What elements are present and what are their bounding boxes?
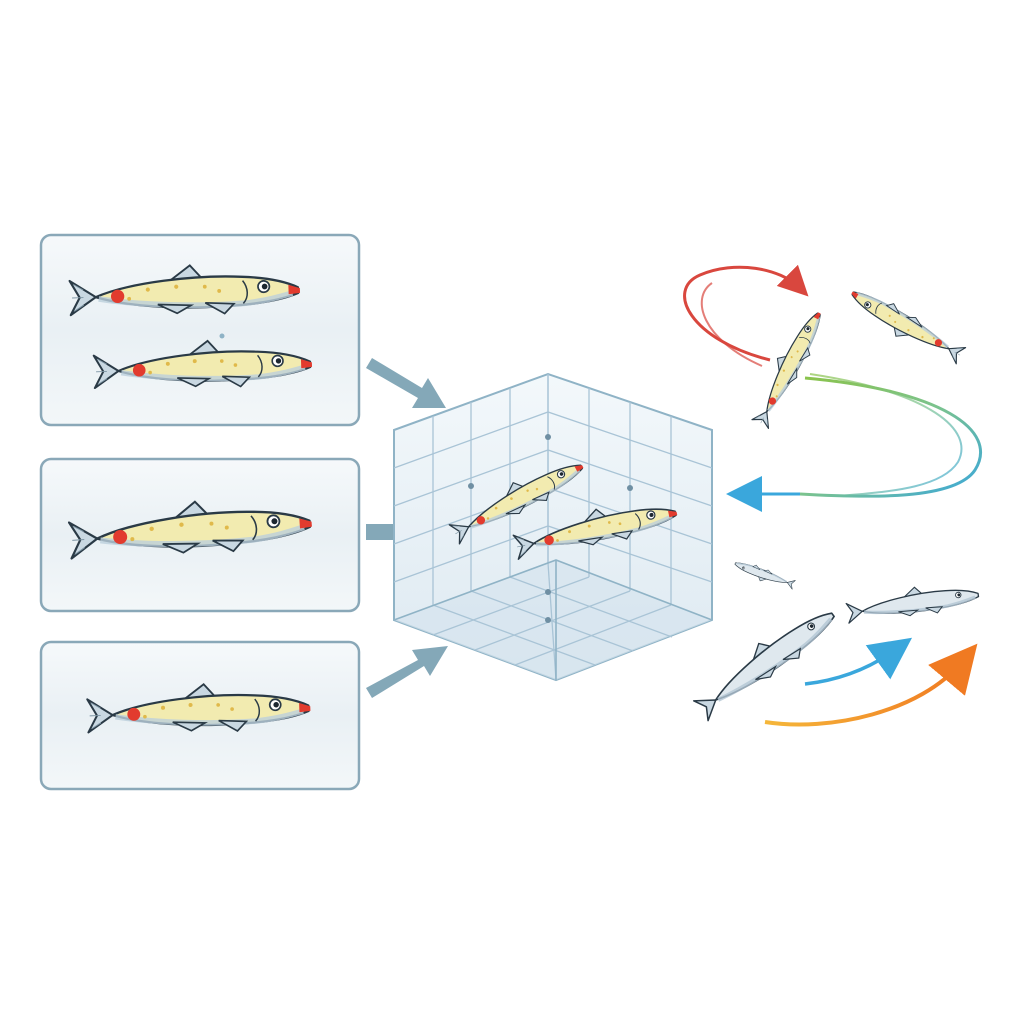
camera-view-1	[39, 233, 361, 427]
fish-icon	[731, 557, 797, 593]
fish-icon	[744, 304, 831, 431]
camera-view-3	[39, 640, 361, 791]
arrow-icon	[366, 646, 448, 698]
trajectory-group	[683, 264, 982, 727]
camera-view-2	[39, 457, 361, 613]
fish-icon	[843, 576, 982, 627]
trajectory-arrow-icon	[799, 376, 982, 498]
arrow-icon	[366, 358, 446, 408]
trajectory-arrow-icon	[764, 643, 978, 727]
fish-icon	[842, 281, 969, 371]
trajectory-arrow-icon	[804, 637, 913, 686]
trajectory-arrow-icon	[683, 264, 809, 362]
grid-cube-icon	[393, 372, 713, 682]
